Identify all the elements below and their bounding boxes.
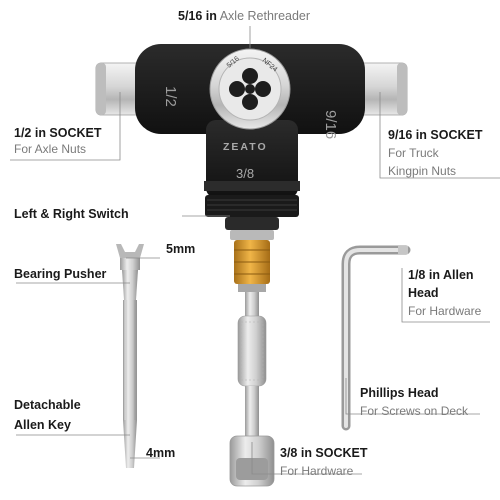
axle-rethreader-die bbox=[209, 48, 291, 130]
rethreader-callout: 5/16 in Axle Rethreader bbox=[178, 8, 310, 24]
half-socket-callout: 1/2 in SOCKET For Axle Nuts bbox=[14, 125, 102, 157]
allen-head-title-1: 1/8 in Allen bbox=[408, 268, 474, 282]
three8-socket-callout: 3/8 in SOCKET For Hardware bbox=[280, 444, 368, 480]
half-socket-sub: For Axle Nuts bbox=[14, 142, 87, 156]
rethreader-size: 5/16 in bbox=[178, 9, 217, 23]
l-allen-key bbox=[341, 245, 411, 431]
nine16-socket-sub-1: For Truck bbox=[388, 146, 439, 160]
allen-key-title-1: Detachable bbox=[14, 398, 81, 412]
phillips-title: Phillips Head bbox=[360, 386, 439, 400]
nine16-socket-title: 9/16 in SOCKET bbox=[388, 128, 483, 142]
rethreader-name: Axle Rethreader bbox=[219, 9, 311, 23]
detachable-allen-key bbox=[116, 244, 144, 468]
socket-extension bbox=[237, 292, 267, 438]
allen-key-title-2: Allen Key bbox=[14, 418, 71, 432]
half-socket-title: 1/2 in SOCKET bbox=[14, 126, 102, 140]
brand-logo: ZEATO bbox=[223, 141, 268, 153]
nine16-socket-callout: 9/16 in SOCKET For Truck Kingpin Nuts bbox=[388, 126, 482, 180]
five-mm-label: 5mm bbox=[166, 242, 196, 256]
three8-socket-sub: For Hardware bbox=[280, 464, 354, 478]
allen-key-callout: Detachable Allen Key bbox=[14, 395, 81, 435]
three8-socket-title: 3/8 in SOCKET bbox=[280, 446, 368, 460]
allen-head-callout: 1/8 in Allen Head For Hardware bbox=[408, 266, 481, 320]
bearing-pusher-label: Bearing Pusher bbox=[14, 267, 107, 281]
switch-label: Left & Right Switch bbox=[14, 207, 129, 221]
nine16-socket-sub-2: Kingpin Nuts bbox=[388, 164, 457, 178]
leader-lines bbox=[10, 26, 500, 475]
right-arm-mark: 9/16 bbox=[322, 110, 339, 139]
allen-head-title-2: Head bbox=[408, 286, 439, 300]
allen-head-sub: For Hardware bbox=[408, 304, 482, 318]
gold-bit-holder bbox=[234, 240, 270, 292]
right-socket bbox=[352, 62, 408, 116]
left-arm-mark: 1/2 bbox=[162, 86, 179, 107]
left-right-switch[interactable] bbox=[205, 195, 299, 240]
four-mm-label: 4mm bbox=[146, 446, 176, 460]
phillips-sub: For Screws on Deck bbox=[360, 404, 469, 418]
phillips-callout: Phillips Head For Screws on Deck bbox=[360, 384, 468, 420]
stem-mark: 3/8 bbox=[236, 166, 254, 181]
